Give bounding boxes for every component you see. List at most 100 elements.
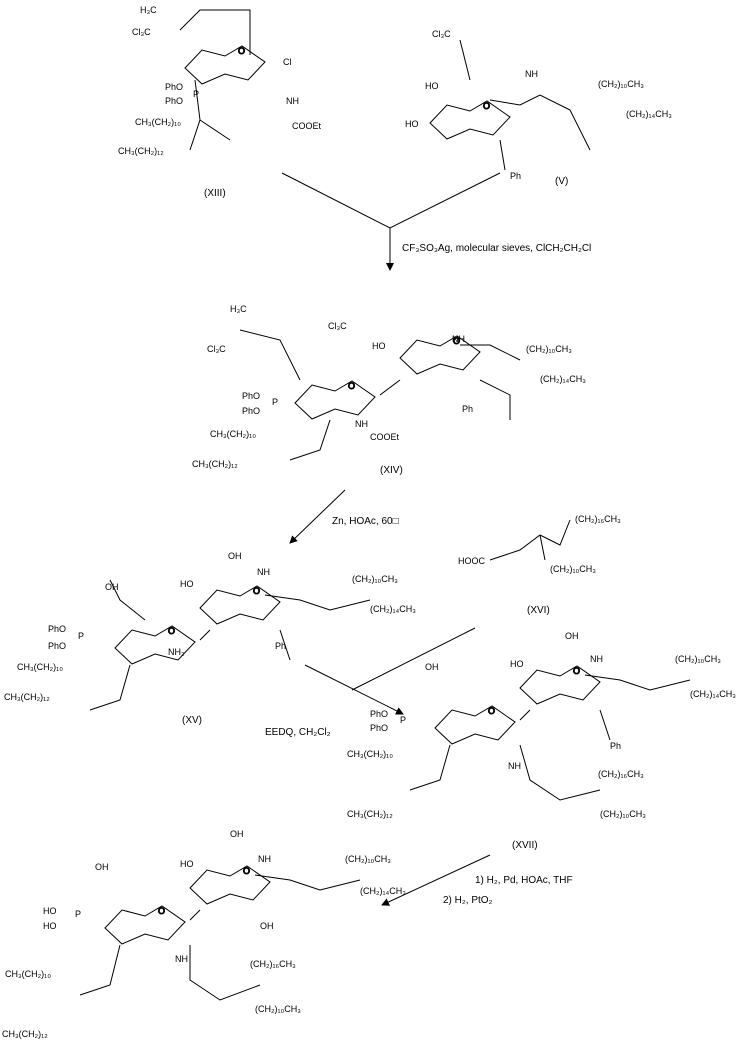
xiv-group: (CH₂)₁₄CH₃: [540, 374, 586, 384]
xiv-group: Ph: [462, 404, 474, 414]
xiv-group: NH: [452, 334, 465, 344]
xiii-sugar-ring: [184, 45, 266, 85]
xiii-group: P: [193, 89, 200, 99]
xvii-sugar-ring-2: [519, 665, 601, 705]
xvii-group: PhO: [370, 723, 389, 733]
xvii-group: P: [400, 715, 407, 725]
reagent-step-1: CF₃SO₃Ag, molecular sieves, ClCH₂CH₂Cl: [402, 243, 592, 254]
v-group: HO: [425, 81, 439, 91]
xiii-group: PhO: [165, 82, 184, 92]
xvi-group: (CH₂)₁₆CH₃: [575, 514, 621, 524]
xiv-group: CH₃(CH₂)₁₀: [210, 429, 256, 439]
xvii-group: CH₃(CH₂)₁₀: [347, 749, 393, 759]
xv-group: (CH₂)₁₀CH₃: [352, 574, 398, 584]
xiii-group: NH: [286, 96, 299, 106]
compound-label-xvi: (XVI): [527, 605, 550, 616]
xv-group: CH₃(CH₂)₁₀: [17, 662, 63, 672]
xiii-group: H₃C: [140, 5, 157, 15]
compound-label-xv: (XV): [182, 715, 202, 726]
product-group: OH: [95, 862, 109, 872]
xv-sugar-ring-1: [114, 625, 196, 665]
xv-sugar-ring-2: [199, 585, 281, 625]
xv-group: HO: [180, 579, 194, 589]
xvii-group: CH₃(CH₂)₁₂: [347, 809, 393, 819]
xvii-group: Ph: [610, 741, 622, 751]
product-group: HO: [43, 921, 57, 931]
product-group: CH₃(CH₂)₁₂: [2, 1029, 48, 1039]
v-group: (CH₂)₁₀CH₃: [598, 79, 644, 89]
xiv-group: PhO: [242, 406, 261, 416]
xvii-group: (CH₂)₁₀CH₃: [600, 809, 646, 819]
compound-label-xiv: (XIV): [380, 465, 403, 476]
compound-label-xvii: (XVII): [512, 840, 538, 851]
xv-group: NH₂: [168, 647, 185, 657]
xv-group: CH₃(CH₂)₁₂: [4, 692, 50, 702]
xvii-group: NH: [590, 654, 603, 664]
product-group: (CH₂)₁₆CH₃: [250, 959, 296, 969]
reagent-step-3: EEDQ, CH₂Cl₂: [265, 727, 331, 738]
xv-group: P: [78, 631, 85, 641]
product-group: CH₃(CH₂)₁₀: [5, 969, 51, 979]
xvii-group: PhO: [370, 709, 389, 719]
xv-group: NH: [257, 567, 270, 577]
reagent-step-4b: 2) H₂, PtO₂: [443, 895, 493, 906]
xiv-sugar-ring-2: [399, 335, 481, 375]
xvii-group: (CH₂)₁₀CH₃: [675, 654, 721, 664]
v-group: Cl₃C: [432, 29, 451, 39]
xvii-sugar-ring-1: [434, 705, 516, 745]
product-group: (CH₂)₁₀CH₃: [345, 854, 391, 864]
product-group: OH: [260, 921, 274, 931]
xiii-group: PhO: [165, 96, 184, 106]
xiv-group: COOEt: [370, 432, 400, 442]
xv-group: PhO: [48, 624, 67, 634]
product-group: HO: [180, 859, 194, 869]
xiv-group: (CH₂)₁₀CH₃: [526, 344, 572, 354]
product-group: HO: [43, 906, 57, 916]
xiv-group: PhO: [242, 391, 261, 401]
product-group: (CH₂)₁₀CH₃: [255, 1004, 301, 1014]
xv-group: PhO: [48, 641, 67, 651]
v-group: HO: [405, 119, 419, 129]
xvii-group: NH: [508, 761, 521, 771]
xiii-group: Cl₃C: [132, 27, 151, 37]
xiii-group: CH₃(CH₂)₁₀: [135, 117, 181, 127]
product-sugar-ring-1: [104, 905, 186, 945]
xiv-group: CH₃(CH₂)₁₂: [192, 459, 238, 469]
xiv-group: Cl₃C: [328, 321, 347, 331]
product-group: OH: [230, 829, 244, 839]
v-group: (CH₂)₁₄CH₃: [626, 109, 672, 119]
compound-label-xiii: (XIII): [204, 188, 226, 199]
xiv-group: Cl₃C: [207, 344, 226, 354]
v-group: Ph: [510, 171, 522, 181]
xvi-group: (CH₂)₁₀CH₃: [550, 564, 596, 574]
xvii-group: OH: [425, 662, 439, 672]
xvii-group: (CH₂)₁₆CH₃: [598, 769, 644, 779]
xiv-group: HO: [372, 341, 386, 351]
product-group: NH: [258, 854, 271, 864]
xv-group: (CH₂)₁₄CH₃: [370, 604, 416, 614]
xiii-group: COOEt: [292, 121, 322, 131]
xiv-group: P: [272, 397, 279, 407]
product-sugar-ring-2: [189, 865, 271, 905]
compound-label-v: (V): [555, 176, 569, 187]
reagent-step-2: Zn, HOAc, 60□: [332, 516, 399, 527]
product-group: P: [75, 909, 82, 919]
product-group: (CH₂)₁₄CH₃: [360, 886, 406, 896]
xvi-group: HOOC: [458, 556, 485, 566]
v-sugar-ring: [429, 100, 511, 140]
xiv-group: NH: [355, 419, 368, 429]
xiii-group: CH₃(CH₂)₁₂: [118, 146, 164, 156]
xvii-group: HO: [510, 659, 524, 669]
xiv-group: H₃C: [230, 304, 247, 314]
xv-group: Ph: [275, 641, 287, 651]
reagent-step-4a: 1) H₂, Pd, HOAc, THF: [475, 875, 573, 886]
xvii-group: (CH₂)₁₄CH₃: [690, 689, 736, 699]
xvii-group: OH: [565, 631, 579, 641]
xiii-group: Cl: [283, 57, 292, 67]
v-group: NH: [525, 69, 538, 79]
product-group: NH: [175, 954, 188, 964]
xv-group: OH: [105, 582, 119, 592]
xv-group: OH: [228, 551, 242, 561]
